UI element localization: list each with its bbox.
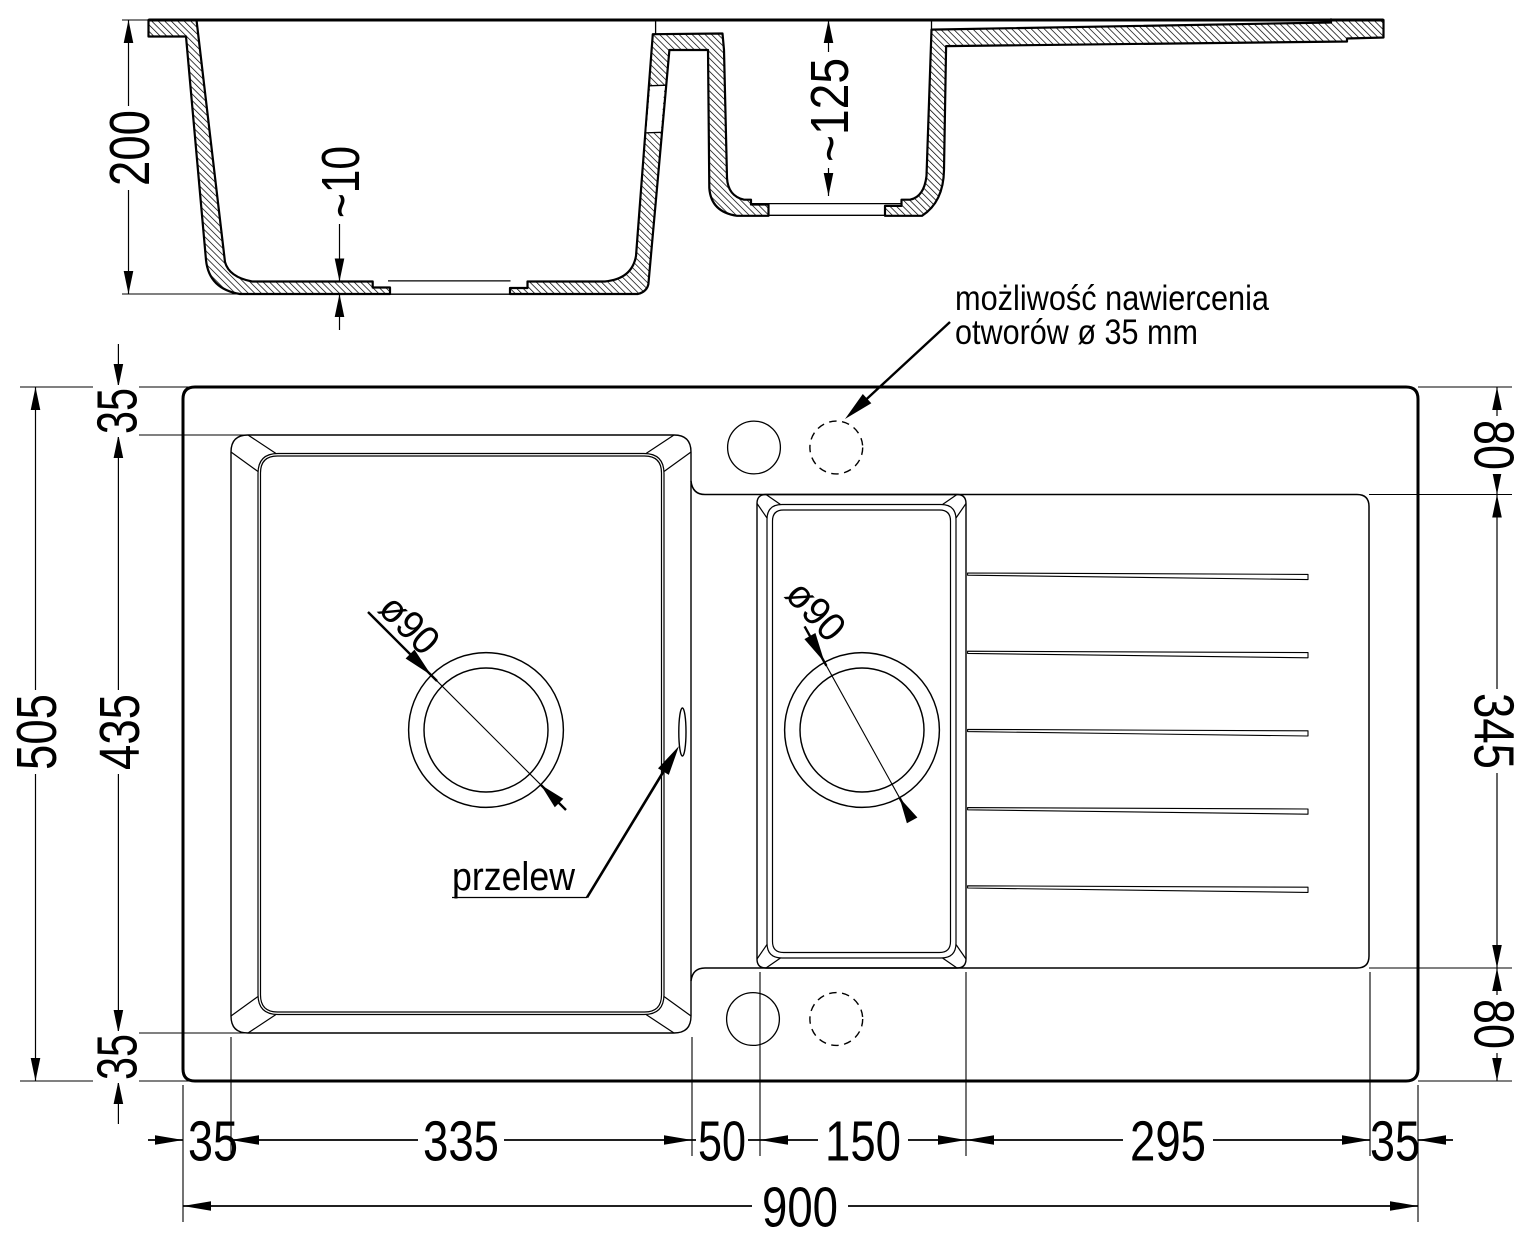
svg-text:295: 295	[1130, 1110, 1206, 1174]
svg-text:80: 80	[1461, 999, 1525, 1049]
svg-text:345: 345	[1461, 693, 1525, 769]
svg-text:możliwość nawiercenia: możliwość nawiercenia	[955, 278, 1269, 318]
svg-text:80: 80	[1461, 420, 1525, 470]
svg-text:50: 50	[698, 1110, 746, 1174]
svg-text:~10: ~10	[311, 146, 371, 218]
svg-text:35: 35	[188, 1110, 238, 1174]
svg-text:335: 335	[423, 1110, 499, 1174]
svg-text:35: 35	[86, 1034, 150, 1080]
svg-text:900: 900	[762, 1176, 838, 1240]
svg-text:35: 35	[86, 388, 150, 434]
svg-text:przelew: przelew	[452, 855, 575, 899]
svg-text:~125: ~125	[800, 58, 860, 162]
svg-text:otworów ø 35 mm: otworów ø 35 mm	[955, 312, 1198, 352]
svg-text:150: 150	[825, 1110, 901, 1174]
svg-text:435: 435	[88, 694, 152, 770]
svg-text:35: 35	[1370, 1110, 1420, 1174]
svg-text:505: 505	[5, 694, 69, 770]
svg-text:200: 200	[98, 110, 162, 186]
